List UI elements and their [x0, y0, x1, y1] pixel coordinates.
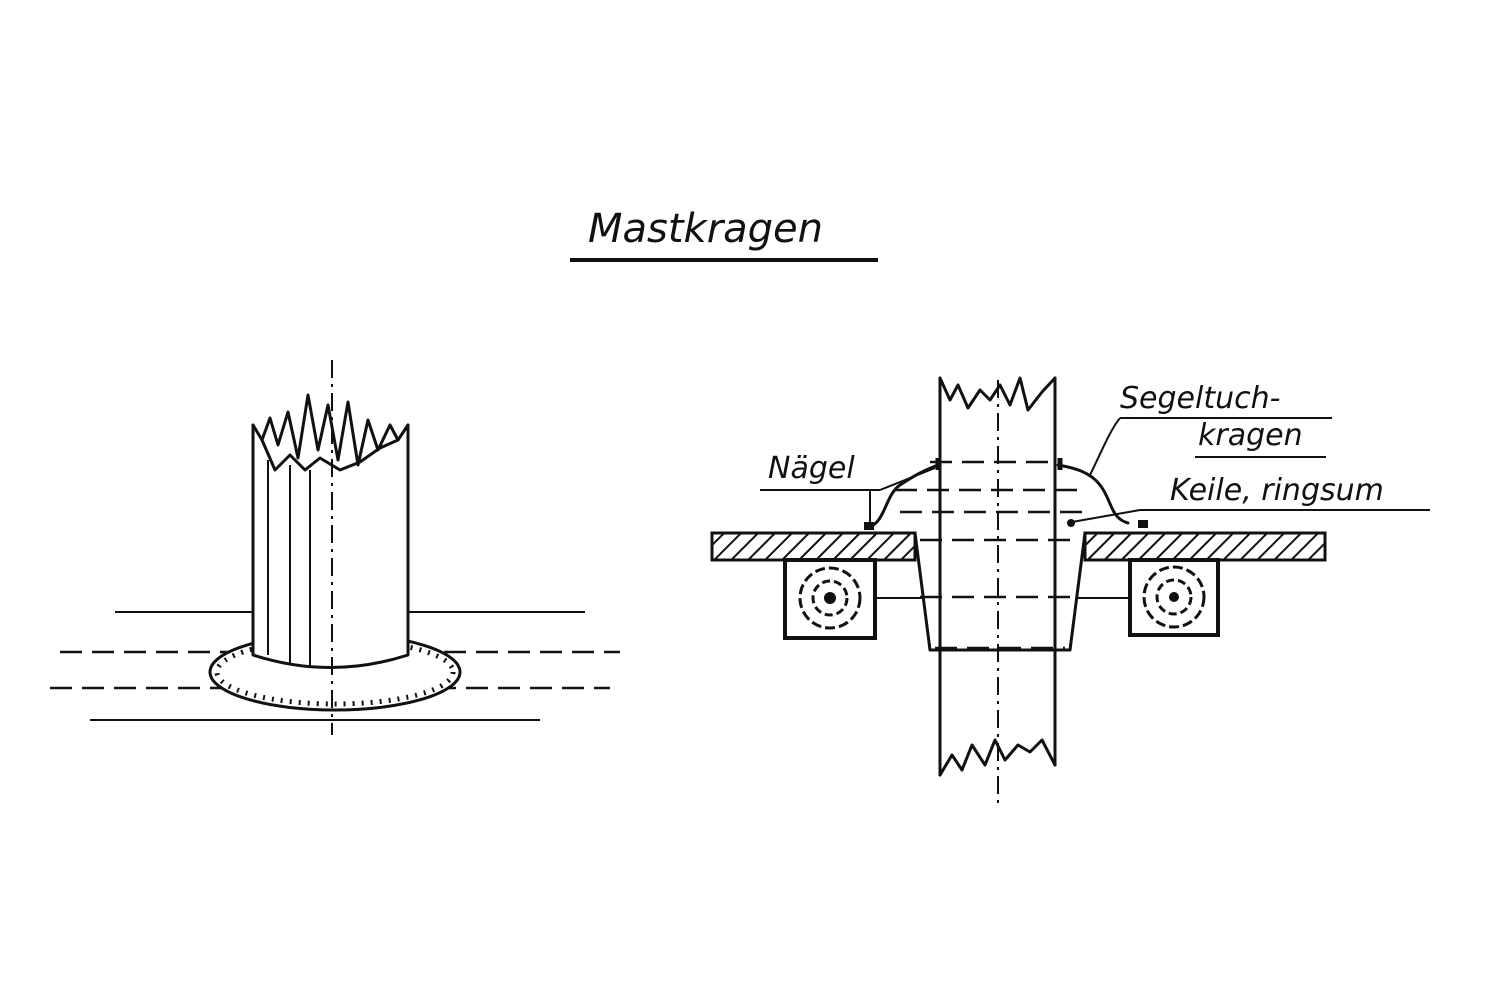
section-view [710, 376, 1327, 805]
label-keile-text: Keile, ringsum [1170, 473, 1384, 508]
label-segeltuchkragen: Segeltuch- kragen [1089, 381, 1332, 476]
deck-planks [710, 531, 1327, 562]
label-naegel-text: Nägel [768, 451, 855, 486]
mast-section [938, 376, 1057, 777]
mast-partner-wedge [913, 531, 1087, 652]
label-kragen-text: kragen [1198, 418, 1303, 453]
mast-cylinder [251, 393, 410, 669]
hidden-lines [895, 460, 1090, 650]
deck-beams [783, 558, 1220, 640]
label-naegel: Nägel [760, 451, 936, 525]
label-segeltuch-text: Segeltuch- [1120, 381, 1280, 416]
drawing-title: Mastkragen [588, 206, 823, 252]
perspective-view [50, 360, 620, 735]
label-keile: Keile, ringsum [1067, 473, 1430, 527]
canvas-collar [864, 458, 1148, 530]
